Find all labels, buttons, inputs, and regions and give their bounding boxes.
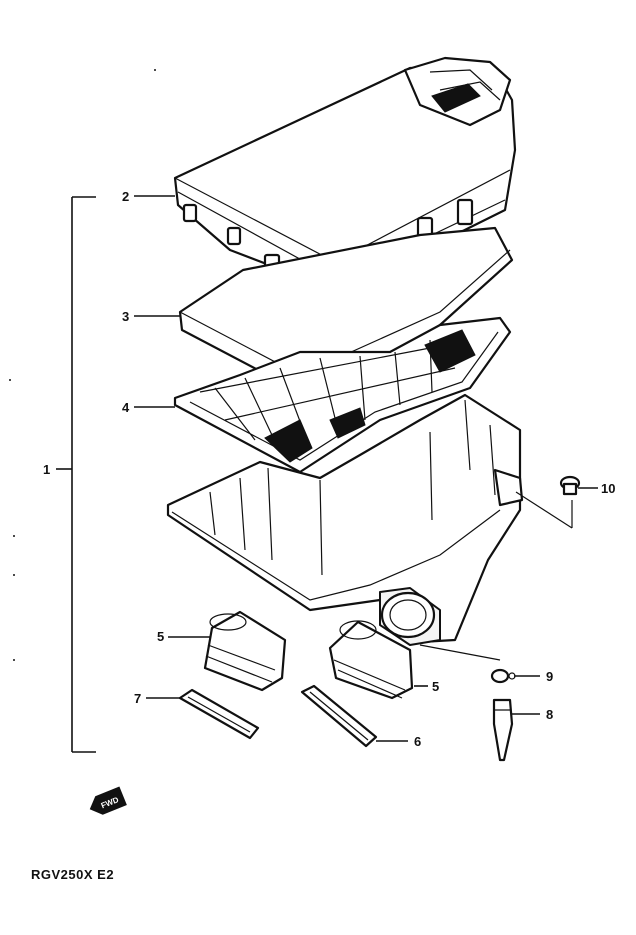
clip: [490, 668, 516, 684]
callout-1: 1: [43, 462, 50, 477]
callout-7: 7: [134, 691, 141, 706]
clamp-left: [178, 688, 260, 740]
filter-element: [178, 226, 514, 394]
fwd-arrow-icon: FWD: [89, 786, 127, 815]
intake-boot-left: [203, 610, 287, 692]
model-code: RGV250X E2: [31, 867, 114, 882]
callout-4: 4: [122, 400, 130, 415]
scan-specks: [9, 69, 156, 661]
callout-5-right: 5: [432, 679, 439, 694]
screw: [559, 475, 581, 496]
filter-frame: [173, 316, 512, 474]
callout-10: 10: [601, 481, 615, 496]
callout-3: 3: [122, 309, 129, 324]
air-cleaner-case: [166, 393, 524, 646]
callout-5-left: 5: [157, 629, 164, 644]
drain-plug: [492, 698, 514, 762]
intake-boot-right: [328, 620, 414, 700]
callout-8: 8: [546, 707, 553, 722]
callout-2: 2: [122, 189, 129, 204]
leader-lines: [56, 195, 598, 753]
callout-6: 6: [414, 734, 421, 749]
clamp-right: [300, 684, 378, 748]
callout-9: 9: [546, 669, 553, 684]
